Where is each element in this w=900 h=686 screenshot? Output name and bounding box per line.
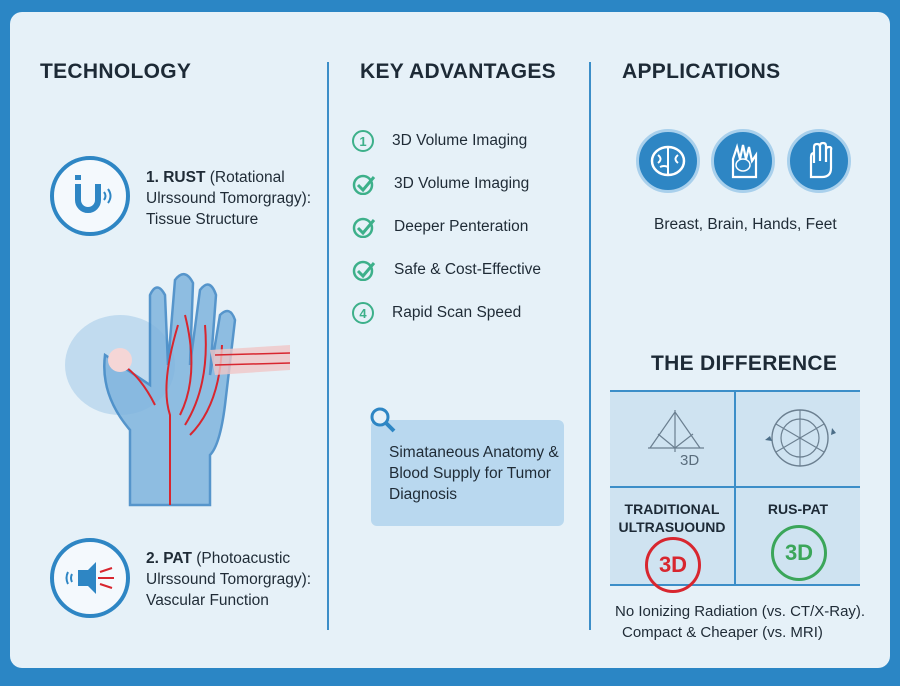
comparison-grid: 3D TRADITIONAL ULTRASUOUND RUS-PAT 3D 3D <box>610 390 860 593</box>
traditional-3d-badge: 3D <box>645 537 701 593</box>
hand-icon <box>787 129 851 193</box>
check-icon <box>352 174 376 195</box>
brain-icon <box>636 129 700 193</box>
rust-description: 1. RUST (Rotational Ulrssound Tomorgragy… <box>146 169 312 228</box>
rus-pat-3d-badge: 3D <box>771 525 827 581</box>
hand-vasculature-illustration <box>65 273 291 507</box>
number-1-icon: 1 <box>352 130 374 152</box>
applications-list: Breast, Brain, Hands, Feet <box>654 216 837 233</box>
advantage-item: 3D Volume Imaging <box>352 173 529 195</box>
advantages-heading: KEY ADVANTAGES <box>360 60 556 83</box>
rus-pat-label: RUS-PAT <box>767 501 829 517</box>
magnifier-icon <box>370 407 396 433</box>
traditional-ultrasound-label: TRADITIONAL ULTRASUOUND <box>618 501 726 535</box>
applications-heading: APPLICATIONS <box>622 60 781 83</box>
traditional-scan-diagram <box>648 410 704 452</box>
check-icon <box>352 217 376 238</box>
advantage-item: Safe & Cost-Effective <box>352 259 541 281</box>
difference-heading: THE DIFFERENCE <box>651 352 838 375</box>
column-divider <box>327 62 329 630</box>
difference-note-radiation: No Ionizing Radiation (vs. CT/X-Ray). <box>615 603 866 620</box>
technology-heading: TECHNOLOGY <box>40 60 192 83</box>
column-divider <box>589 62 591 630</box>
difference-note-cost: Compact & Cheaper (vs. MRI) <box>622 624 823 641</box>
rust-ultrasound-icon <box>50 156 130 236</box>
check-icon <box>352 260 376 281</box>
brain-hand-icon <box>711 129 775 193</box>
number-4-icon: 4 <box>352 302 374 324</box>
diagnosis-callout: Simataneous Anatomy & Blood Supply for T… <box>370 407 564 526</box>
advantage-item: Deeper Penteration <box>352 216 528 238</box>
rotational-scan-diagram <box>765 409 836 467</box>
pat-description: 2. PAT (Photoacustic Ulrssound Tomorgrag… <box>146 550 312 609</box>
pat-photoacoustic-icon <box>50 538 130 618</box>
